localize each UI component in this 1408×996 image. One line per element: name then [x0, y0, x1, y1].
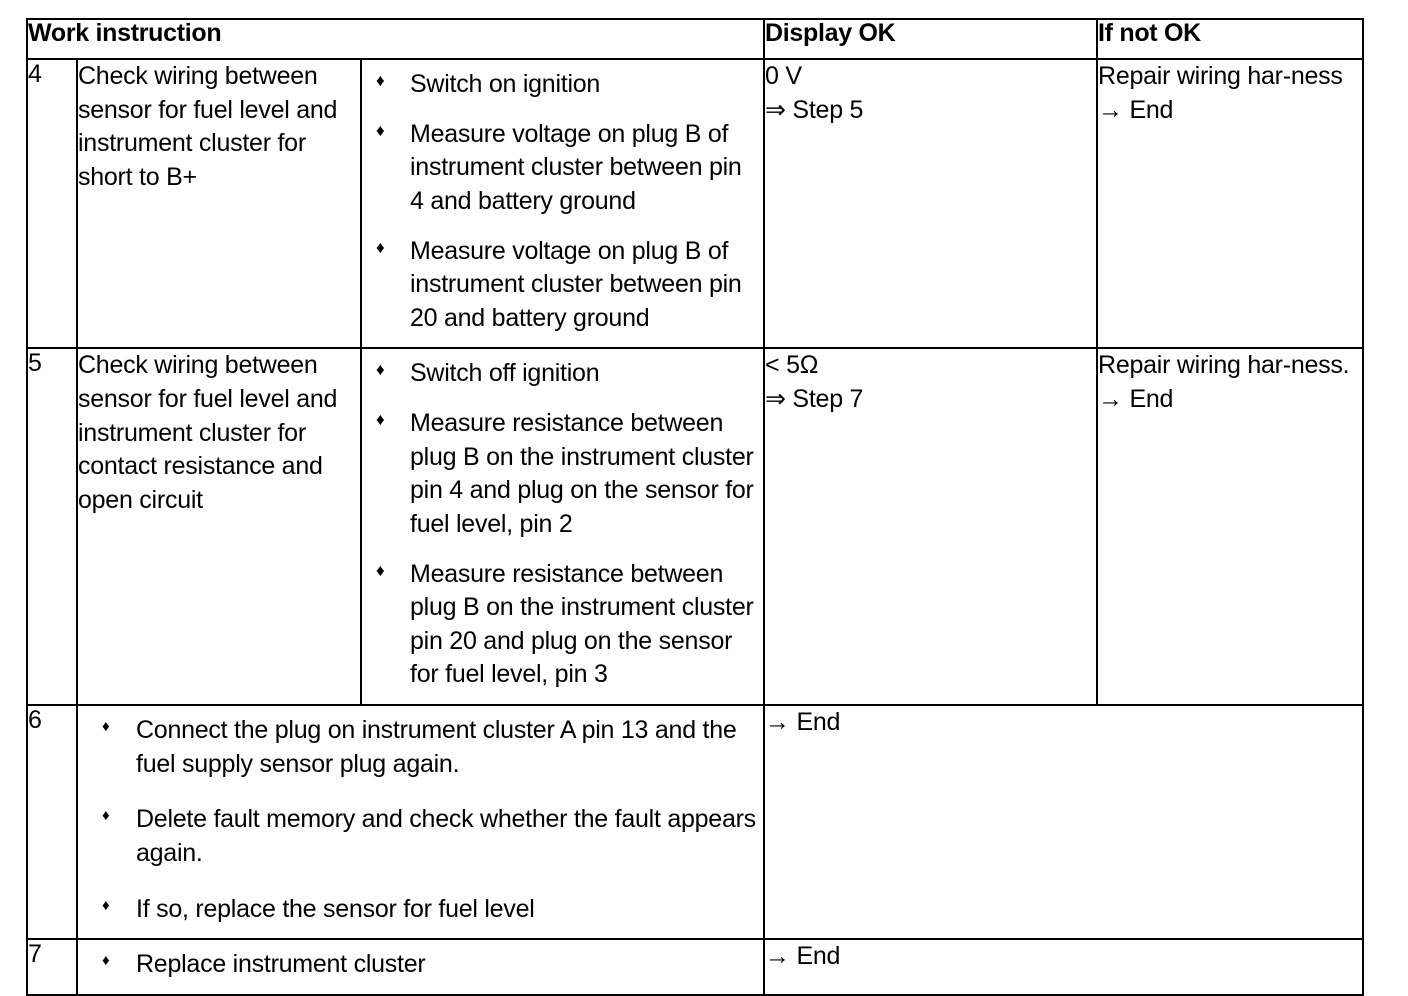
- diamond-bullet-icon: ♦: [102, 952, 110, 970]
- list-item: ♦ Switch off ignition: [362, 357, 757, 391]
- diamond-bullet-icon: ♦: [102, 718, 110, 735]
- display-ok-value: 0 V: [765, 62, 802, 90]
- if-not-ok-next-step: → End: [1098, 95, 1174, 124]
- list-item: ♦ Connect the plug on instrument cluster…: [78, 714, 757, 781]
- diamond-bullet-icon: ♦: [376, 237, 385, 257]
- step-number: 7: [26, 938, 78, 996]
- document-page: Work instruction Display OK If not OK 4 …: [25, 18, 1365, 996]
- list-item: ♦ Measure voltage on plug B of instrumen…: [362, 235, 757, 336]
- list-item-label: Measure resistance between plug B on the…: [410, 409, 754, 538]
- diamond-bullet-icon: ♦: [102, 896, 110, 914]
- list-item-label: Replace instrument cluster: [136, 950, 426, 979]
- column-header-display-ok: Display OK: [763, 18, 1099, 60]
- detail-list: ♦ Switch on ignition ♦ Measure voltage o…: [362, 60, 763, 347]
- diamond-bullet-icon: ♦: [102, 807, 110, 825]
- display-ok-next-step: ⇒ Step 5: [765, 95, 864, 124]
- display-ok-next-step: ⇒ Step 7: [765, 385, 864, 413]
- list-item: ♦ Switch on ignition: [362, 68, 757, 102]
- display-ok-cell: 0 V ⇒ Step 5: [763, 57, 1099, 350]
- list-item: ♦ Measure resistance between plug B on t…: [362, 558, 757, 693]
- step-instruction: Check wiring between sensor for fuel lev…: [76, 347, 362, 706]
- list-item: ♦ Measure resistance between plug B on t…: [362, 407, 757, 542]
- list-item: ♦ If so, replace the sensor for fuel lev…: [78, 893, 757, 927]
- table-row: 5 Check wiring between sensor for fuel l…: [26, 347, 1365, 706]
- if-not-ok-cell: Repair wiring har-ness → End: [1096, 57, 1365, 350]
- list-item-label: If so, replace the sensor for fuel level: [136, 894, 535, 923]
- list-item-label: Switch on ignition: [410, 70, 601, 98]
- diagnostic-procedure-table: Work instruction Display OK If not OK 4 …: [25, 18, 1365, 996]
- diamond-bullet-icon: ♦: [376, 360, 385, 380]
- step-instruction: Check wiring between sensor for fuel lev…: [76, 57, 362, 350]
- display-ok-next-step: → End: [765, 708, 841, 736]
- display-ok-cell: → End: [763, 703, 1365, 941]
- list-item: ♦ Delete fault memory and check whether …: [78, 803, 757, 870]
- table-row: 7 ♦ Replace instrument cluster → End: [26, 938, 1365, 996]
- list-item: ♦ Replace instrument cluster: [78, 948, 757, 982]
- table-row: 6 ♦ Connect the plug on instrument clust…: [26, 703, 1365, 941]
- list-item: ♦ Measure voltage on plug B of instrumen…: [362, 118, 757, 219]
- if-not-ok-action: Repair wiring har-ness.: [1098, 351, 1350, 380]
- list-item-label: Delete fault memory and check whether th…: [136, 805, 756, 867]
- diamond-bullet-icon: ♦: [376, 560, 385, 580]
- if-not-ok-next-step: → End: [1098, 385, 1174, 413]
- column-header-if-not-ok: If not OK: [1096, 18, 1365, 60]
- list-item-label: Measure voltage on plug B of instrument …: [410, 119, 742, 215]
- diamond-bullet-icon: ♦: [376, 120, 385, 140]
- list-item-label: Connect the plug on instrument cluster A…: [136, 716, 737, 778]
- diamond-bullet-icon: ♦: [376, 410, 385, 429]
- step-detail-cell: ♦ Replace instrument cluster: [75, 938, 766, 996]
- table-header-row: Work instruction Display OK If not OK: [25, 18, 1365, 60]
- detail-list: ♦ Connect the plug on instrument cluster…: [78, 706, 763, 938]
- step-number: 5: [26, 347, 78, 706]
- display-ok-cell: → End: [763, 938, 1365, 996]
- detail-list: ♦ Replace instrument cluster: [78, 940, 763, 994]
- table-row: 4 Check wiring between sensor for fuel l…: [26, 57, 1365, 350]
- detail-list: ♦ Switch off ignition ♦ Measure resistan…: [362, 349, 763, 704]
- display-ok-next-step: → End: [765, 942, 841, 971]
- step-number: 6: [26, 703, 78, 941]
- column-header-work-instruction: Work instruction: [25, 18, 766, 60]
- if-not-ok-action: Repair wiring har-ness: [1098, 62, 1343, 90]
- display-ok-cell: < 5Ω ⇒ Step 7: [763, 347, 1099, 706]
- list-item-label: Switch off ignition: [410, 359, 600, 388]
- step-detail-cell: ♦ Switch off ignition ♦ Measure resistan…: [359, 347, 766, 706]
- list-item-label: Measure resistance between plug B on the…: [410, 559, 754, 689]
- step-detail-cell: ♦ Connect the plug on instrument cluster…: [75, 703, 766, 941]
- if-not-ok-cell: Repair wiring har-ness. → End: [1096, 347, 1365, 706]
- list-item-label: Measure voltage on plug B of instrument …: [410, 236, 742, 332]
- step-detail-cell: ♦ Switch on ignition ♦ Measure voltage o…: [359, 57, 766, 350]
- diamond-bullet-icon: ♦: [376, 71, 385, 90]
- display-ok-value: < 5Ω: [765, 351, 819, 380]
- step-number: 4: [26, 57, 78, 350]
